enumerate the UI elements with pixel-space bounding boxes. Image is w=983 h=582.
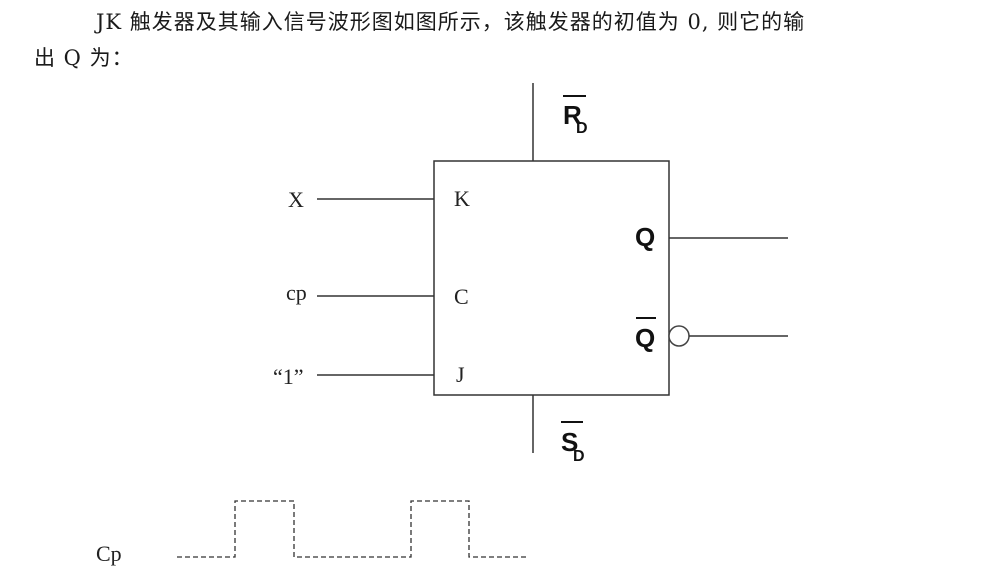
question-text-line-2: 出 Q 为：	[34, 46, 134, 70]
c-pin-label: C	[454, 284, 469, 309]
set-label: S	[561, 427, 578, 457]
j-signal-label: “1”	[273, 364, 304, 389]
q-bar-output-label: Q	[635, 323, 655, 353]
q-output-label: Q	[635, 222, 655, 252]
j-pin-label: J	[456, 362, 465, 387]
set-subscript: D	[573, 448, 585, 465]
question-text-line-1: JK 触发器及其输入信号波形图如图所示，该触发器的初值为 0, 则它的输	[96, 10, 806, 34]
cp-waveform	[177, 500, 528, 558]
reset-label: R	[563, 100, 582, 130]
c-signal-label: cp	[286, 280, 307, 305]
inversion-bubble	[668, 325, 690, 347]
waveform-label: Cp	[96, 541, 122, 566]
flipflop-body	[433, 160, 670, 396]
reset-subscript: D	[576, 120, 588, 137]
k-pin-label: K	[454, 186, 470, 211]
k-signal-label: X	[288, 187, 304, 212]
